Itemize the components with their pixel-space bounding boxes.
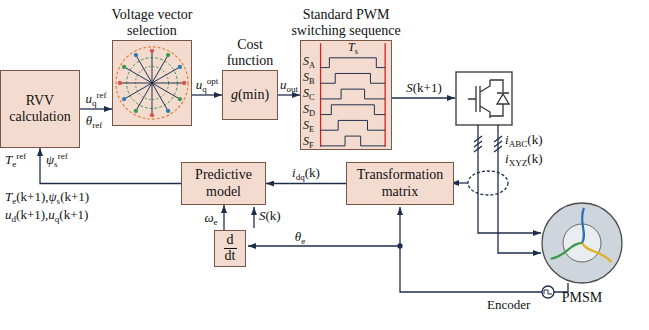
box-label: Predictive model (182, 167, 265, 199)
switch-state-arrow (253, 207, 254, 228)
voltage-vector (152, 51, 153, 83)
voltage-vector (120, 83, 152, 84)
box-heading: Standard PWM switching sequence (280, 7, 412, 38)
signal-label: uout (279, 77, 299, 92)
box-label: Transformation matrix (347, 167, 453, 199)
predicted-values: Te(k+1),ψs(k+1) (4, 189, 90, 204)
winding (582, 208, 584, 243)
voltage-vector (124, 67, 152, 83)
voltage-vector (152, 83, 180, 99)
selection-box: Voltage vector selection (112, 40, 192, 126)
signal-arrow (223, 205, 224, 230)
current-label: iABC(k) (504, 132, 544, 147)
voltage-vector (152, 83, 184, 84)
signal-arrow (266, 183, 346, 184)
vector-tip (122, 97, 126, 101)
vector-tip (166, 53, 170, 57)
switch-name: SC (302, 86, 316, 100)
signal-arrow (80, 108, 112, 109)
reference-input: ψsref (45, 152, 69, 167)
derivative-box: ddt (214, 230, 246, 267)
box-body: g(min) (223, 71, 277, 119)
encoder-label: Encoder (486, 297, 531, 312)
process-box: Transformation matrix (346, 162, 454, 205)
current-tap (468, 171, 508, 195)
signal-arrow (278, 94, 300, 95)
switch-name: SF (302, 134, 315, 148)
reference-input: Teref (4, 152, 27, 167)
switch-name: SD (302, 102, 316, 116)
box-body: Transformation matrix (347, 163, 453, 204)
angle-branch (248, 245, 400, 246)
vector-diagram (113, 41, 191, 125)
vector-tip (166, 109, 170, 113)
switch-name: SB (302, 70, 316, 84)
voltage-vector (152, 55, 168, 83)
switching-pulse (321, 105, 386, 115)
vector-tip (134, 53, 138, 57)
box-heading: Cost function (217, 37, 283, 68)
cost-box: Cost functiong(min) (222, 70, 278, 120)
period-marker (321, 43, 386, 147)
period-label: Ts (347, 40, 359, 54)
signal-arrow (192, 94, 222, 95)
vector-tip (150, 49, 154, 53)
vector-tip (150, 113, 154, 117)
signal-label: uqopt (195, 77, 220, 92)
switching-pulse (321, 120, 386, 130)
motor: PMSM (538, 200, 626, 310)
encoder-pulse (544, 290, 552, 294)
signal-label: uqref (84, 91, 107, 106)
voltage-vector (136, 83, 152, 111)
igbt-symbol (468, 80, 503, 118)
box-body: RVV calculation (1, 71, 79, 147)
vector-tip (118, 81, 122, 85)
box-heading: Voltage vector selection (87, 7, 217, 38)
switching-pulse (321, 136, 386, 146)
switch-name: SA (302, 54, 316, 68)
signal-label: ωe (203, 210, 218, 225)
signal-label: S(k) (258, 208, 282, 223)
signal-arrow (40, 148, 181, 184)
box-body: ddt (215, 231, 245, 266)
winding (551, 241, 582, 260)
box-body: Predictive model (182, 163, 265, 204)
motor-label: PMSM (538, 290, 626, 306)
switching-pulse (321, 89, 386, 99)
signal-label: θref (85, 113, 103, 128)
vector-tip (134, 109, 138, 113)
junction-dot (398, 244, 402, 248)
outer-circle (116, 47, 188, 119)
switching-pulse (321, 58, 386, 68)
diode-symbol (497, 93, 509, 104)
signal-label: S(k+1) (405, 80, 443, 95)
stator (542, 203, 622, 283)
switch-signal-arrow (392, 97, 455, 98)
voltage-vector (152, 83, 153, 115)
switching-pulse (321, 73, 386, 83)
vector-tip (122, 65, 126, 69)
fraction-bottom: dt (225, 249, 236, 264)
signal-label: θe (294, 229, 306, 244)
fraction-top: d (224, 233, 237, 249)
predicted-values: ud(k+1),uq(k+1) (4, 207, 89, 222)
box-label: RVV calculation (1, 93, 79, 125)
winding (581, 243, 612, 262)
bundle-mark (474, 136, 502, 152)
signal-label: idq(k) (291, 165, 321, 180)
vector-tip (178, 97, 182, 101)
vector-tip (182, 81, 186, 85)
process-box: RVV calculation (0, 70, 80, 148)
motor-symbol (538, 200, 626, 288)
process-box: Predictive model (181, 162, 266, 205)
current-label: iXYZ(k) (504, 151, 544, 166)
box-label: g(min) (231, 87, 269, 103)
encoder-symbol (542, 286, 554, 298)
switch-name: SE (302, 118, 315, 132)
vector-tip (178, 65, 182, 69)
inverter-box (456, 72, 512, 125)
